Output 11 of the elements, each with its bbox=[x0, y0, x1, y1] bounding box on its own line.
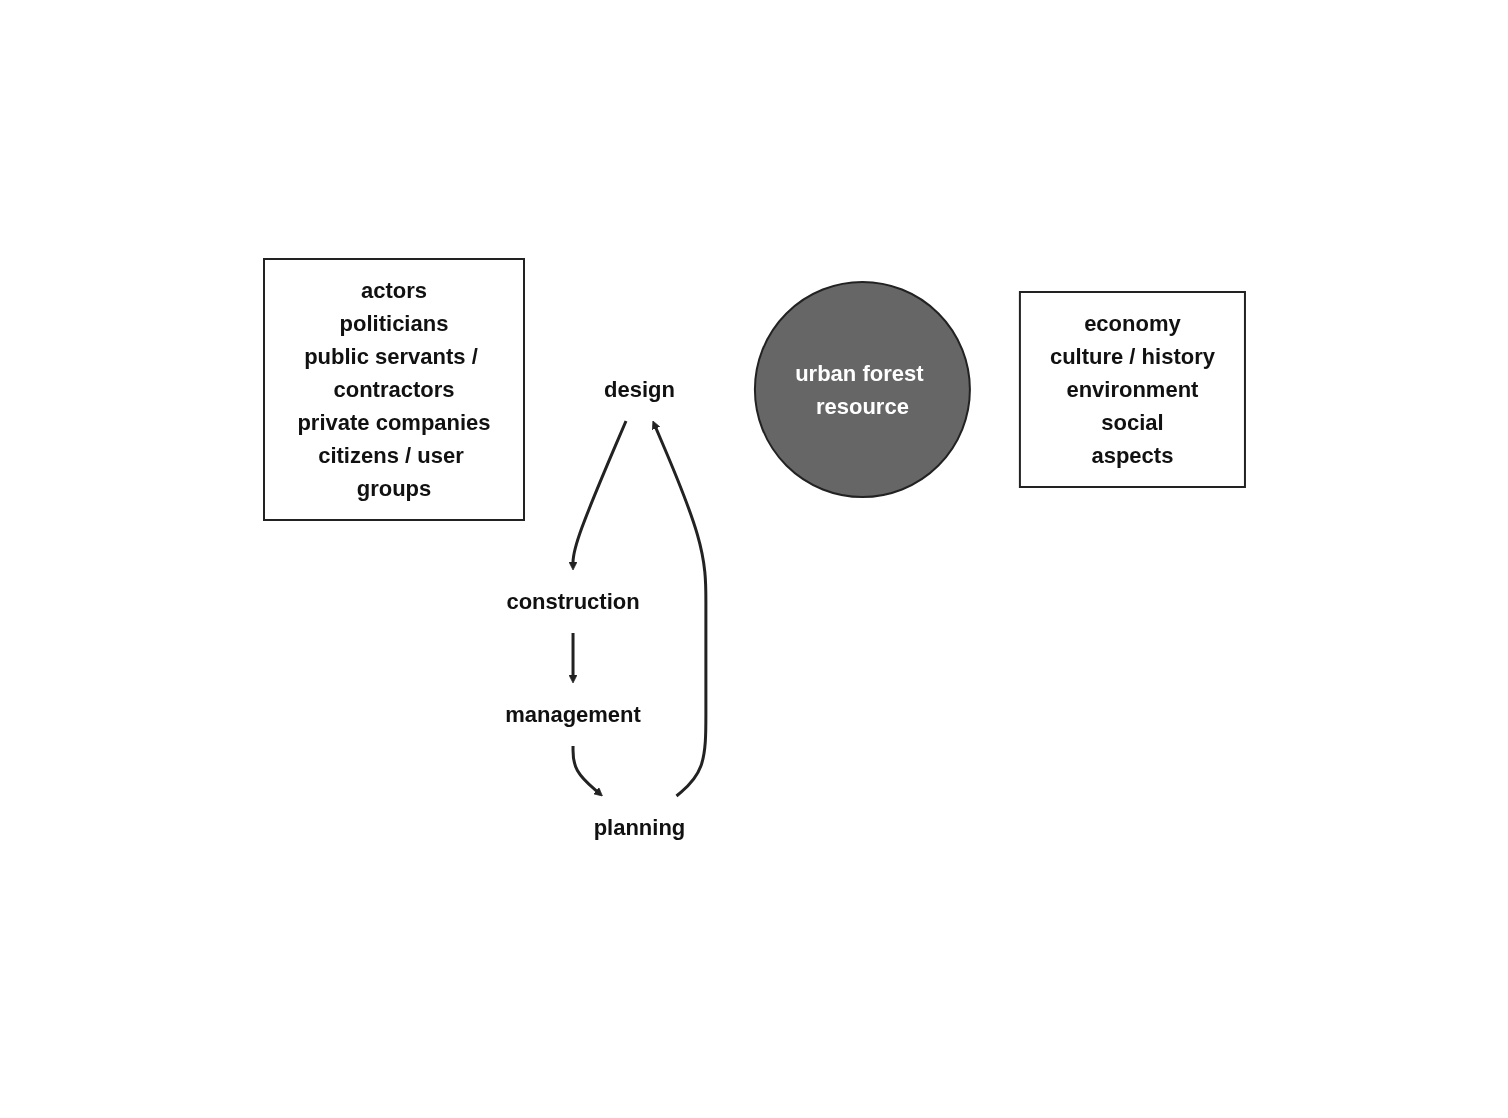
node-box: economy culture / history environment social aspects bbox=[1018, 291, 1246, 488]
arrow bbox=[568, 633, 577, 684]
node-text: planning bbox=[593, 815, 685, 840]
arrow bbox=[568, 420, 627, 571]
node-text: design bbox=[603, 377, 675, 402]
node-text: management bbox=[504, 702, 641, 727]
node-circle: urban forest resource bbox=[753, 281, 971, 498]
node-text: construction bbox=[505, 589, 640, 614]
node-box: actors politicians public servants / contractors private companies citizens / user groups bbox=[262, 258, 525, 521]
arrow bbox=[651, 420, 707, 798]
arrow bbox=[571, 746, 603, 797]
